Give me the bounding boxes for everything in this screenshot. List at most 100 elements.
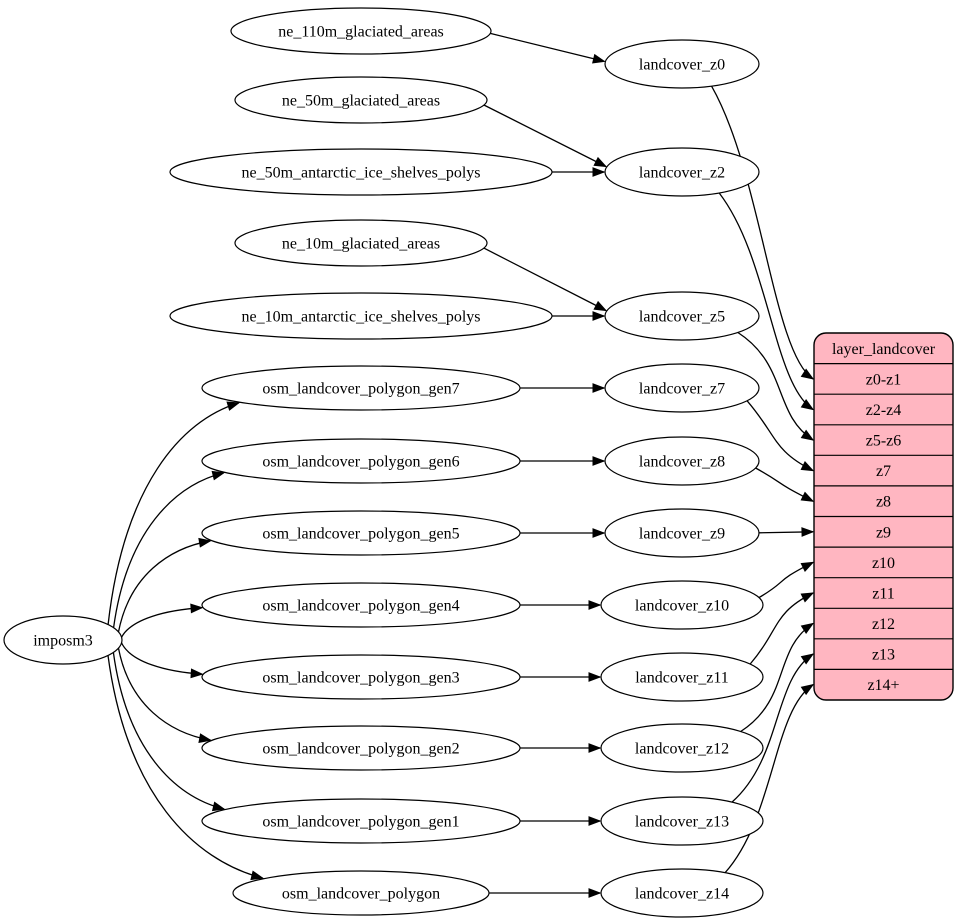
- edge-imposm3-to-osm_landcover_polygon_gen6-path: [112, 472, 224, 628]
- edge-landcover_z10-to-layer_landcover-z10-path: [758, 561, 814, 599]
- edge-imposm3-to-osm_landcover_polygon_gen6: [112, 470, 226, 628]
- edge-landcover_z10-to-layer_landcover-z10: [758, 561, 815, 599]
- edge-imposm3-to-osm_landcover_polygon: [107, 655, 265, 881]
- node-ellipse-ne_10m_glaciated_areas: [234, 219, 488, 267]
- node-label-landcover_z14: landcover_z14: [635, 886, 729, 903]
- edge-osm_landcover_polygon_gen1-to-landcover_z13: [520, 816, 602, 826]
- edge-landcover_z0-to-layer_landcover-z0-z1: [711, 85, 815, 380]
- node-label-landcover_z5: landcover_z5: [639, 309, 725, 326]
- edge-landcover_z10-to-layer_landcover-z10-arrowhead: [800, 561, 815, 572]
- node-landcover_z13: landcover_z13: [600, 796, 764, 846]
- node-ellipse-osm_landcover_polygon_gen6: [201, 438, 521, 484]
- edge-ne_10m_antarctic_ice_shelves_polys-to-landcover_z5: [552, 311, 606, 321]
- node-ellipse-osm_landcover_polygon_gen2: [201, 725, 521, 771]
- edge-imposm3-to-osm_landcover_polygon_gen4: [121, 603, 204, 638]
- edge-ne_110m_glaciated_areas-to-landcover_z0: [490, 32, 606, 64]
- record-row-label-z9: z9: [876, 524, 891, 541]
- node-landcover_z9: landcover_z9: [604, 508, 760, 558]
- node-ellipse-ne_10m_antarctic_ice_shelves_polys: [169, 292, 553, 340]
- node-label-ne_110m_glaciated_areas: ne_110m_glaciated_areas: [278, 24, 444, 41]
- node-label-landcover_z11: landcover_z11: [635, 670, 729, 687]
- node-ellipse-landcover_z12: [600, 723, 764, 773]
- edge-osm_landcover_polygon_gen3-to-landcover_z11-arrowhead: [588, 672, 602, 682]
- edge-landcover_z14-to-layer_landcover-z14+-path: [724, 684, 814, 874]
- node-osm_landcover_polygon: osm_landcover_polygon: [232, 870, 490, 916]
- edge-landcover_z9-to-layer_landcover-z9: [758, 527, 815, 537]
- edge-osm_landcover_polygon_gen4-to-landcover_z10-arrowhead: [588, 600, 602, 610]
- edge-imposm3-to-osm_landcover_polygon_gen3-path: [121, 642, 203, 675]
- node-osm_landcover_polygon_gen7: osm_landcover_polygon_gen7: [201, 365, 521, 411]
- edge-landcover_z0-to-layer_landcover-z0-z1-path: [711, 85, 814, 380]
- edge-landcover_z8-to-layer_landcover-z8: [755, 467, 815, 502]
- record-title: layer_landcover: [832, 341, 936, 358]
- node-label-landcover_z2: landcover_z2: [639, 165, 725, 182]
- edge-landcover_z14-to-layer_landcover-z14+-arrowhead: [800, 683, 815, 696]
- edge-osm_landcover_polygon-to-landcover_z14-arrowhead: [588, 888, 602, 898]
- node-ellipse-osm_landcover_polygon_gen3: [201, 654, 521, 700]
- node-ellipse-imposm3: [3, 615, 123, 665]
- node-label-landcover_z9: landcover_z9: [639, 526, 725, 543]
- edge-ne_50m_glaciated_areas-to-landcover_z2: [483, 104, 608, 168]
- edge-imposm3-to-osm_landcover_polygon_gen4-path: [121, 607, 203, 638]
- edge-imposm3-to-osm_landcover_polygon_gen4-arrowhead: [190, 603, 204, 614]
- node-ellipse-osm_landcover_polygon_gen4: [201, 582, 521, 628]
- edge-imposm3-to-osm_landcover_polygon_gen2-path: [117, 648, 211, 741]
- edge-landcover_z11-to-layer_landcover-z11-path: [749, 592, 814, 665]
- edge-osm_landcover_polygon_gen3-to-landcover_z11: [520, 672, 602, 682]
- edge-osm_landcover_polygon-to-landcover_z14: [489, 888, 602, 898]
- record-row-label-z13: z13: [872, 647, 895, 664]
- record-row-label-z7: z7: [876, 463, 891, 480]
- edge-landcover_z12-to-layer_landcover-z12-path: [740, 622, 814, 733]
- nodes-layer: imposm3ne_110m_glaciated_areasne_50m_gla…: [3, 7, 954, 918]
- edge-imposm3-to-osm_landcover_polygon_gen3: [121, 642, 204, 679]
- node-label-ne_50m_antarctic_ice_shelves_polys: ne_50m_antarctic_ice_shelves_polys: [241, 165, 480, 182]
- edge-osm_landcover_polygon_gen5-to-landcover_z9: [520, 528, 606, 538]
- edge-landcover_z11-to-layer_landcover-z11-arrowhead: [800, 592, 815, 603]
- node-label-osm_landcover_polygon_gen1: osm_landcover_polygon_gen1: [262, 814, 459, 831]
- edge-landcover_z13-to-layer_landcover-z13-path: [731, 653, 814, 803]
- edge-imposm3-to-osm_landcover_polygon_gen5-arrowhead: [198, 537, 212, 548]
- node-ne_10m_antarctic_ice_shelves_polys: ne_10m_antarctic_ice_shelves_polys: [169, 292, 553, 340]
- node-ellipse-landcover_z8: [604, 436, 760, 486]
- record-row-label-z5-z6: z5-z6: [866, 433, 902, 450]
- edge-osm_landcover_polygon_gen4-to-landcover_z10: [520, 600, 602, 610]
- edge-imposm3-to-osm_landcover_polygon_gen1-arrowhead: [211, 801, 226, 812]
- record-row-label-z0-z1: z0-z1: [866, 371, 902, 388]
- edge-landcover_z11-to-layer_landcover-z11: [749, 592, 815, 665]
- node-ellipse-ne_50m_antarctic_ice_shelves_polys: [169, 148, 553, 196]
- edge-osm_landcover_polygon_gen5-to-landcover_z9-arrowhead: [592, 528, 606, 538]
- node-label-osm_landcover_polygon_gen4: osm_landcover_polygon_gen4: [262, 598, 459, 615]
- record-row-label-z2-z4: z2-z4: [866, 402, 902, 419]
- edge-osm_landcover_polygon_gen1-to-landcover_z13-arrowhead: [588, 816, 602, 826]
- node-ellipse-osm_landcover_polygon_gen7: [201, 365, 521, 411]
- node-label-landcover_z7: landcover_z7: [639, 381, 725, 398]
- edge-landcover_z2-to-layer_landcover-z2-z4-path: [718, 192, 814, 411]
- record-row-label-z10: z10: [872, 555, 895, 572]
- edge-imposm3-to-osm_landcover_polygon_gen3-arrowhead: [190, 668, 204, 679]
- node-ne_110m_glaciated_areas: ne_110m_glaciated_areas: [230, 7, 492, 55]
- edge-landcover_z7-to-layer_landcover-z7-arrowhead: [800, 461, 815, 472]
- edge-landcover_z8-to-layer_landcover-z8-arrowhead: [800, 491, 815, 502]
- node-label-osm_landcover_polygon_gen2: osm_landcover_polygon_gen2: [262, 741, 459, 758]
- node-ellipse-landcover_z10: [600, 580, 764, 630]
- edge-osm_landcover_polygon_gen7-to-landcover_z7: [520, 383, 606, 393]
- node-osm_landcover_polygon_gen5: osm_landcover_polygon_gen5: [201, 510, 521, 556]
- edge-imposm3-to-osm_landcover_polygon-arrowhead: [250, 870, 265, 881]
- edge-landcover_z7-to-layer_landcover-z7-path: [746, 400, 814, 472]
- node-ellipse-landcover_z9: [604, 508, 760, 558]
- node-osm_landcover_polygon_gen6: osm_landcover_polygon_gen6: [201, 438, 521, 484]
- node-label-landcover_z8: landcover_z8: [639, 454, 725, 471]
- node-label-ne_50m_glaciated_areas: ne_50m_glaciated_areas: [282, 93, 440, 110]
- node-ellipse-ne_50m_glaciated_areas: [234, 76, 488, 124]
- node-ne_10m_glaciated_areas: ne_10m_glaciated_areas: [234, 219, 488, 267]
- edge-landcover_z2-to-layer_landcover-z2-z4-arrowhead: [800, 399, 815, 411]
- edge-ne_110m_glaciated_areas-to-landcover_z0-path: [490, 32, 605, 63]
- node-ne_50m_glaciated_areas: ne_50m_glaciated_areas: [234, 76, 488, 124]
- edge-osm_landcover_polygon_gen6-to-landcover_z8: [520, 456, 606, 466]
- edge-landcover_z13-to-layer_landcover-z13-arrowhead: [800, 653, 815, 665]
- edge-ne_50m_glaciated_areas-to-landcover_z2-path: [483, 104, 607, 168]
- node-landcover_z0: landcover_z0: [604, 39, 760, 89]
- edge-imposm3-to-osm_landcover_polygon_gen1-path: [112, 652, 225, 810]
- node-landcover_z10: landcover_z10: [600, 580, 764, 630]
